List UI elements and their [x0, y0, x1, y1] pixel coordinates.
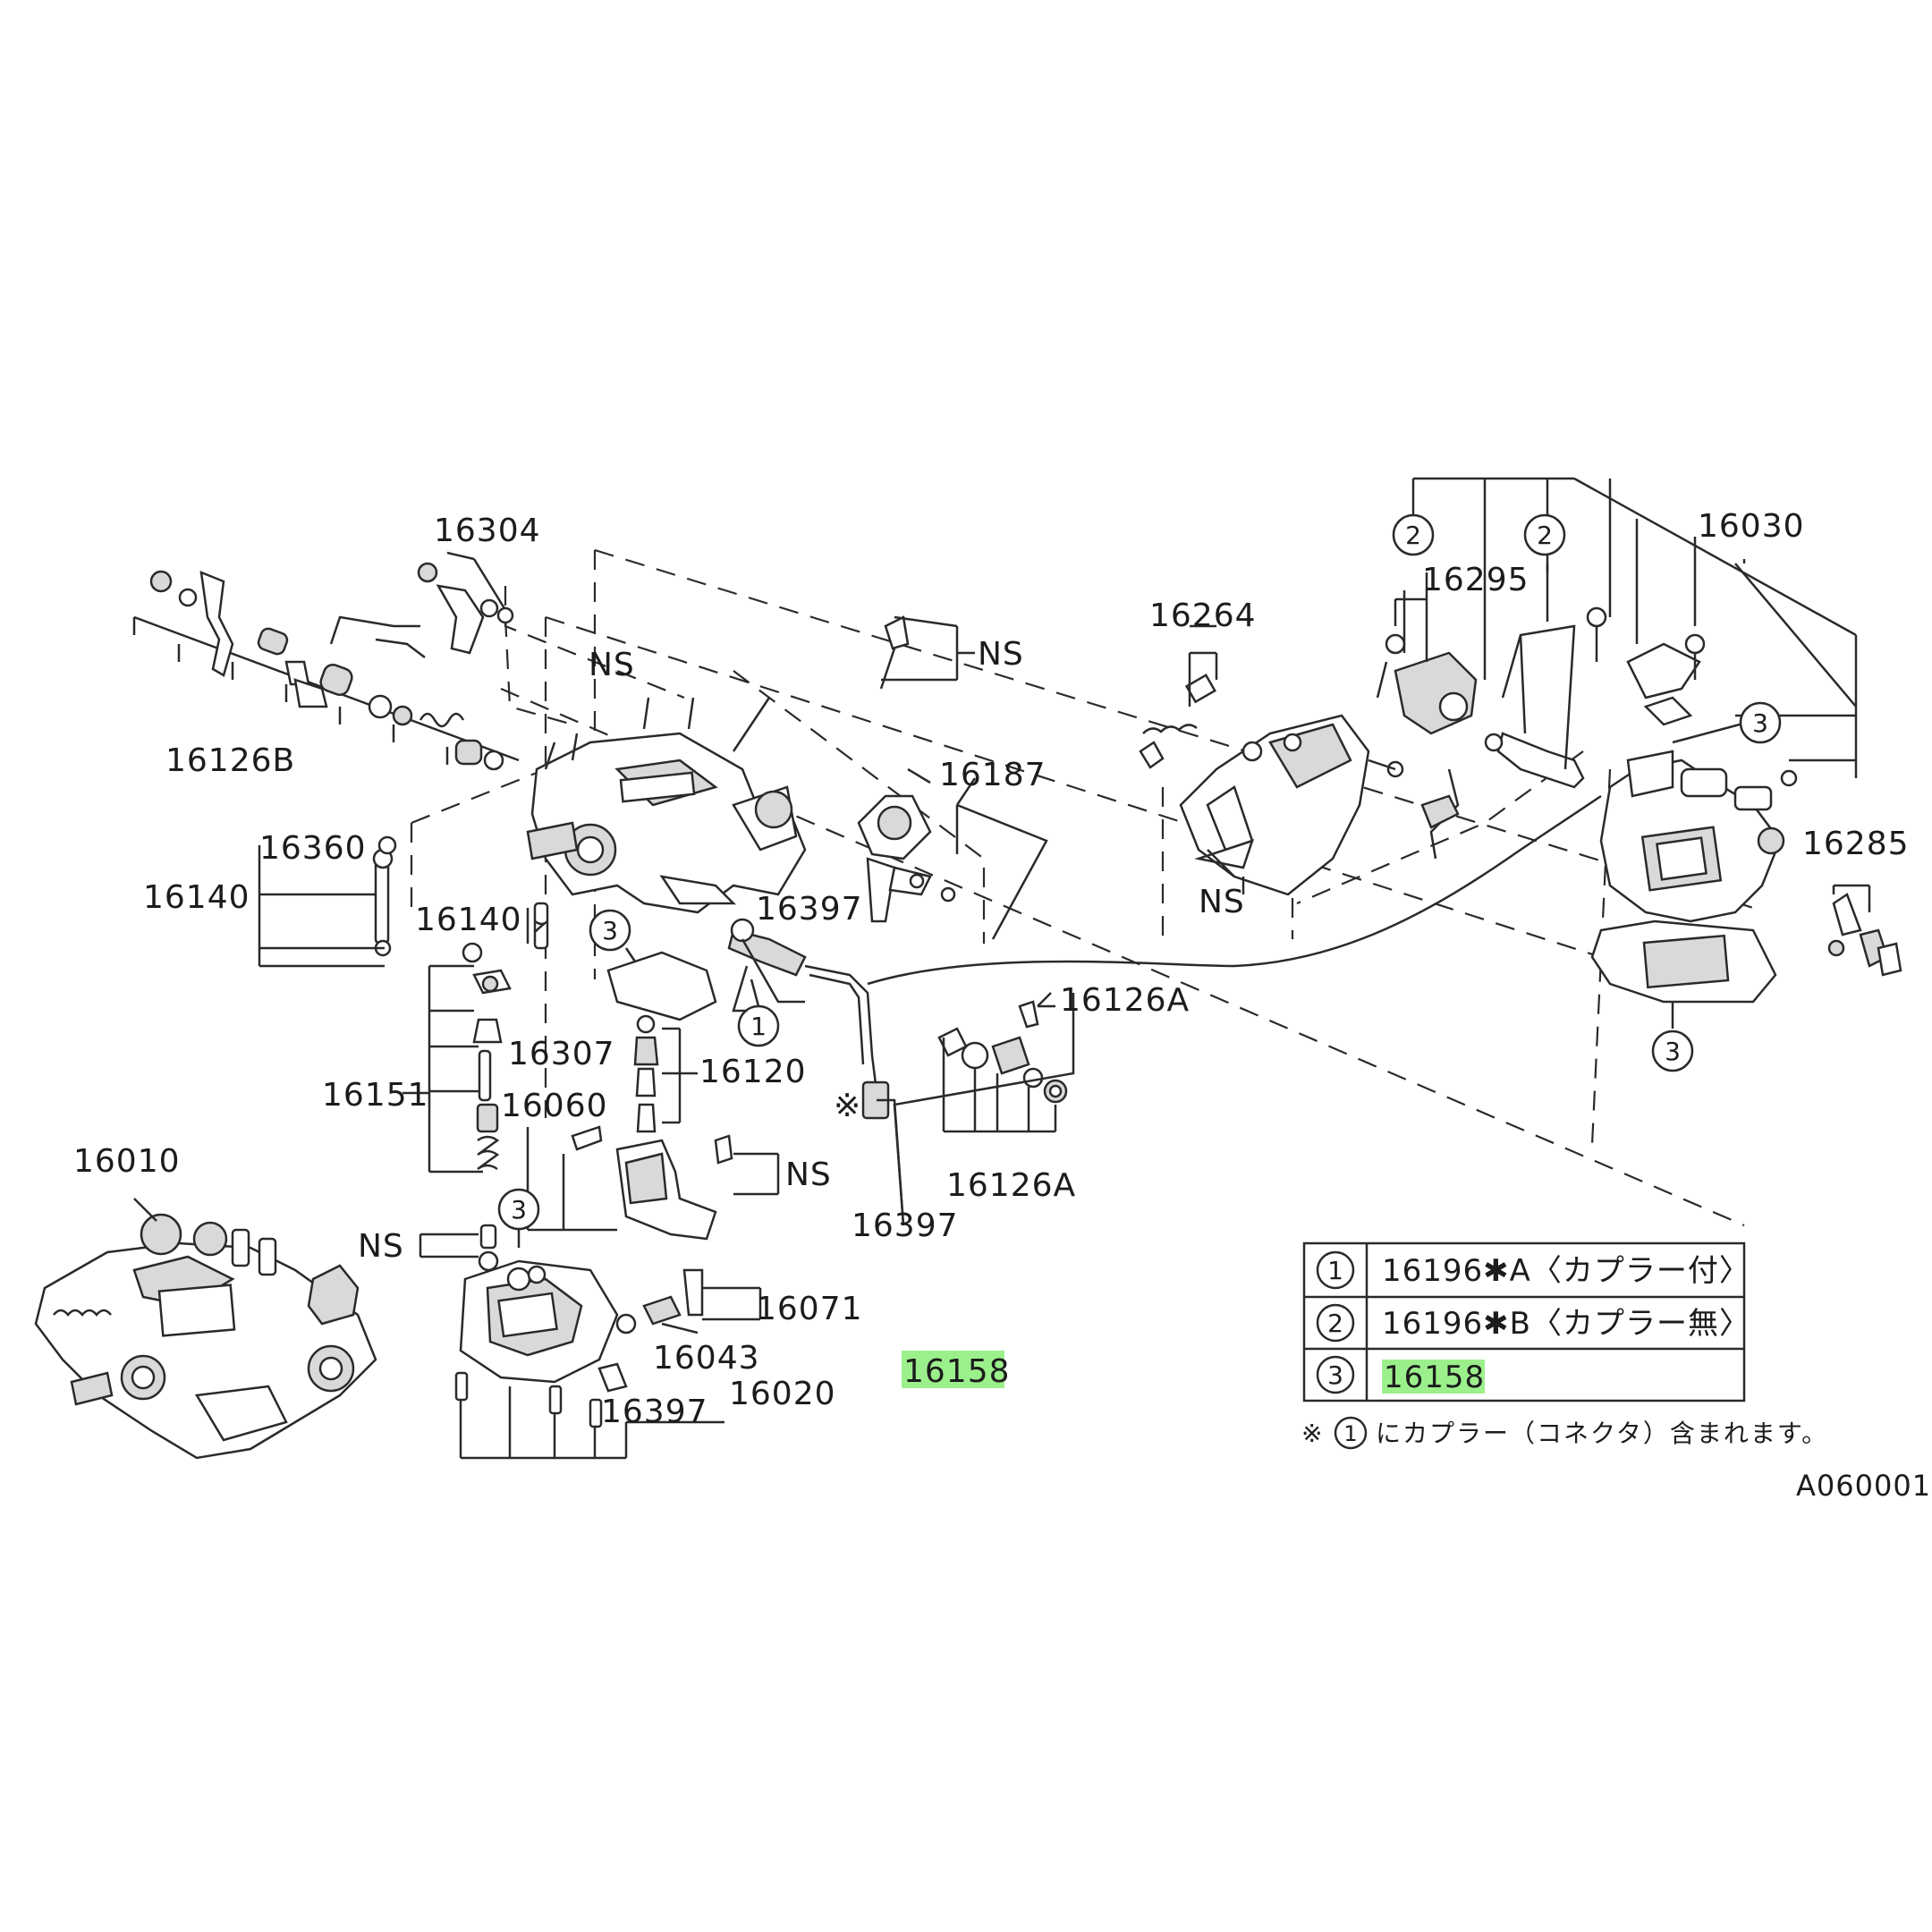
bracket-16060 — [526, 1125, 780, 1241]
svg-text:1: 1 — [1327, 1256, 1343, 1285]
label-16151: 16151 — [322, 1077, 429, 1114]
linkage-16126b-parts — [132, 570, 520, 771]
needle-valve-16151 — [402, 942, 512, 1272]
ref-1: 1 — [750, 1012, 767, 1041]
parts-16264-assembly — [1139, 651, 1404, 896]
label-16030: 16030 — [1698, 508, 1805, 545]
label-16060: 16060 — [501, 1088, 608, 1124]
ref-3c: 3 — [1665, 1037, 1681, 1066]
label-16140-b: 16140 — [415, 902, 522, 938]
label-ns-4: NS — [358, 1228, 404, 1265]
label-16187: 16187 — [939, 757, 1046, 793]
legend-table: 1 16196✱A〈カプラー付〉 2 16196✱B〈カプラー無〉 3 1615… — [1301, 1241, 1828, 1450]
label-16126a-a: 16126A — [1060, 982, 1190, 1019]
label-16158: 16158 — [903, 1353, 1011, 1390]
legend-text-1: 16196✱A〈カプラー付〉 — [1382, 1253, 1750, 1289]
label-16307: 16307 — [508, 1036, 615, 1072]
ref-3a: 3 — [602, 916, 618, 945]
label-16126a-b: 16126A — [946, 1167, 1076, 1204]
asterisk-mark: ※ — [834, 1088, 861, 1124]
float-bowl-16020 — [454, 1259, 762, 1460]
parts-16360-16140 — [258, 835, 549, 968]
gasket-3-center — [606, 947, 717, 1021]
label-16140-a: 16140 — [143, 879, 250, 916]
label-16397-a: 16397 — [756, 891, 863, 928]
label-16397-c: 16397 — [601, 1394, 708, 1430]
right-leader-lines — [1190, 477, 1858, 1029]
legend-note: ※ 1 にカプラー（コネクタ）含まれます。 — [1301, 1416, 1828, 1450]
legend-row-3: 3 16158 — [1316, 1355, 1485, 1395]
legend-row-2: 2 16196✱B〈カプラー無〉 — [1316, 1303, 1750, 1343]
label-16397-b: 16397 — [852, 1208, 959, 1244]
legend-row-1: 1 16196✱A〈カプラー付〉 — [1316, 1250, 1750, 1290]
assembled-carburetor-16010 — [34, 1198, 377, 1460]
svg-text:1: 1 — [1343, 1421, 1357, 1446]
legend-text-2: 16196✱B〈カプラー無〉 — [1382, 1306, 1750, 1342]
svg-text:※: ※ — [1301, 1419, 1324, 1448]
main-carburetor-body — [526, 697, 807, 914]
label-16360: 16360 — [259, 830, 367, 867]
label-16020: 16020 — [729, 1376, 836, 1412]
jet-16120 — [633, 1014, 698, 1133]
label-ns-5: NS — [1199, 884, 1245, 920]
solenoid-16295 — [1376, 590, 1585, 860]
actuator-16187 — [857, 767, 1048, 940]
label-ns-1: NS — [589, 647, 635, 683]
circled-references: 1 2 2 3 3 3 3 — [497, 513, 1782, 1248]
ref-2b: 2 — [1537, 521, 1553, 550]
solenoid-16397-wire — [727, 794, 1602, 1226]
label-16295: 16295 — [1422, 562, 1530, 598]
label-16120: 16120 — [699, 1054, 807, 1090]
svg-text:3: 3 — [1327, 1360, 1343, 1390]
linkage-16304-parts — [375, 551, 514, 658]
highlight-16158 — [902, 1351, 1004, 1388]
diagram-code: A060001 — [1796, 1469, 1931, 1503]
label-16126b: 16126B — [165, 742, 295, 779]
ref-2a: 2 — [1405, 521, 1421, 550]
label-ns-3: NS — [785, 1157, 832, 1193]
label-16071: 16071 — [756, 1291, 863, 1327]
label-16304: 16304 — [434, 513, 541, 549]
label-16010: 16010 — [73, 1143, 181, 1180]
legend-highlight-16158 — [1382, 1360, 1485, 1394]
part-labels: 16304 16126B 16360 16140 16140 16151 163… — [73, 508, 1910, 1430]
legend-note-text: にカプラー（コネクタ）含まれます。 — [1376, 1419, 1828, 1448]
svg-text:2: 2 — [1327, 1309, 1343, 1338]
ref-3b: 3 — [1752, 708, 1768, 738]
label-ns-2: NS — [978, 636, 1024, 673]
label-16043: 16043 — [653, 1340, 760, 1377]
carburetor-body-16030 — [1586, 606, 1798, 1004]
label-16285: 16285 — [1802, 826, 1910, 862]
screw-ns-top — [879, 615, 975, 690]
parts-16285 — [1827, 884, 1902, 977]
legend-text-3: 16158 — [1384, 1360, 1485, 1395]
parts-16126a — [937, 992, 1068, 1133]
label-16264: 16264 — [1149, 597, 1257, 634]
ref-3d: 3 — [511, 1195, 527, 1224]
